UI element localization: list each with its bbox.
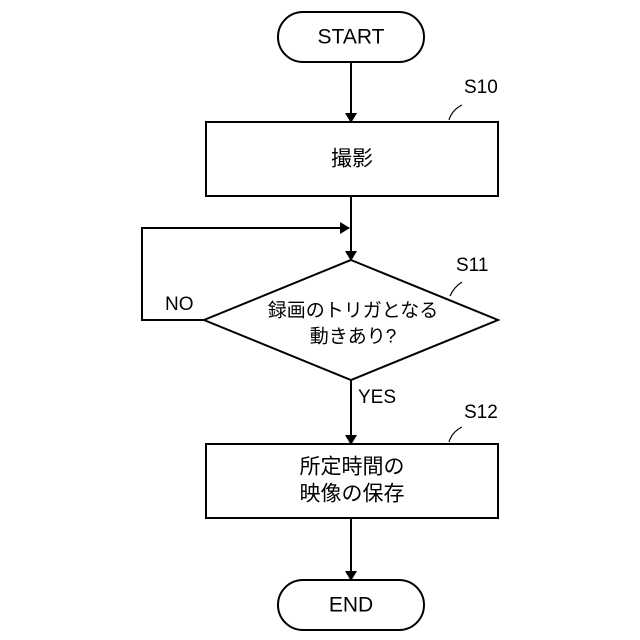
step-id-s12: S12 [464, 402, 498, 423]
s12-leader-line [449, 427, 462, 442]
start-label: START [318, 26, 385, 49]
process-s12-line1: 所定時間の [300, 456, 405, 479]
decision-s11-line1: 録画のトリガとなる [268, 300, 438, 322]
step-id-s10: S10 [464, 77, 498, 98]
no-label: NO [165, 294, 194, 315]
s10-leader-line [449, 105, 462, 120]
step-id-s11: S11 [456, 255, 488, 276]
process-s10-text: 撮影 [331, 148, 373, 171]
decision-s11-line2: 動きあり? [310, 326, 397, 348]
yes-label: YES [358, 387, 396, 408]
s11-leader-line [450, 282, 462, 296]
end-label: END [329, 594, 373, 617]
process-s12-line2: 映像の保存 [300, 483, 405, 506]
